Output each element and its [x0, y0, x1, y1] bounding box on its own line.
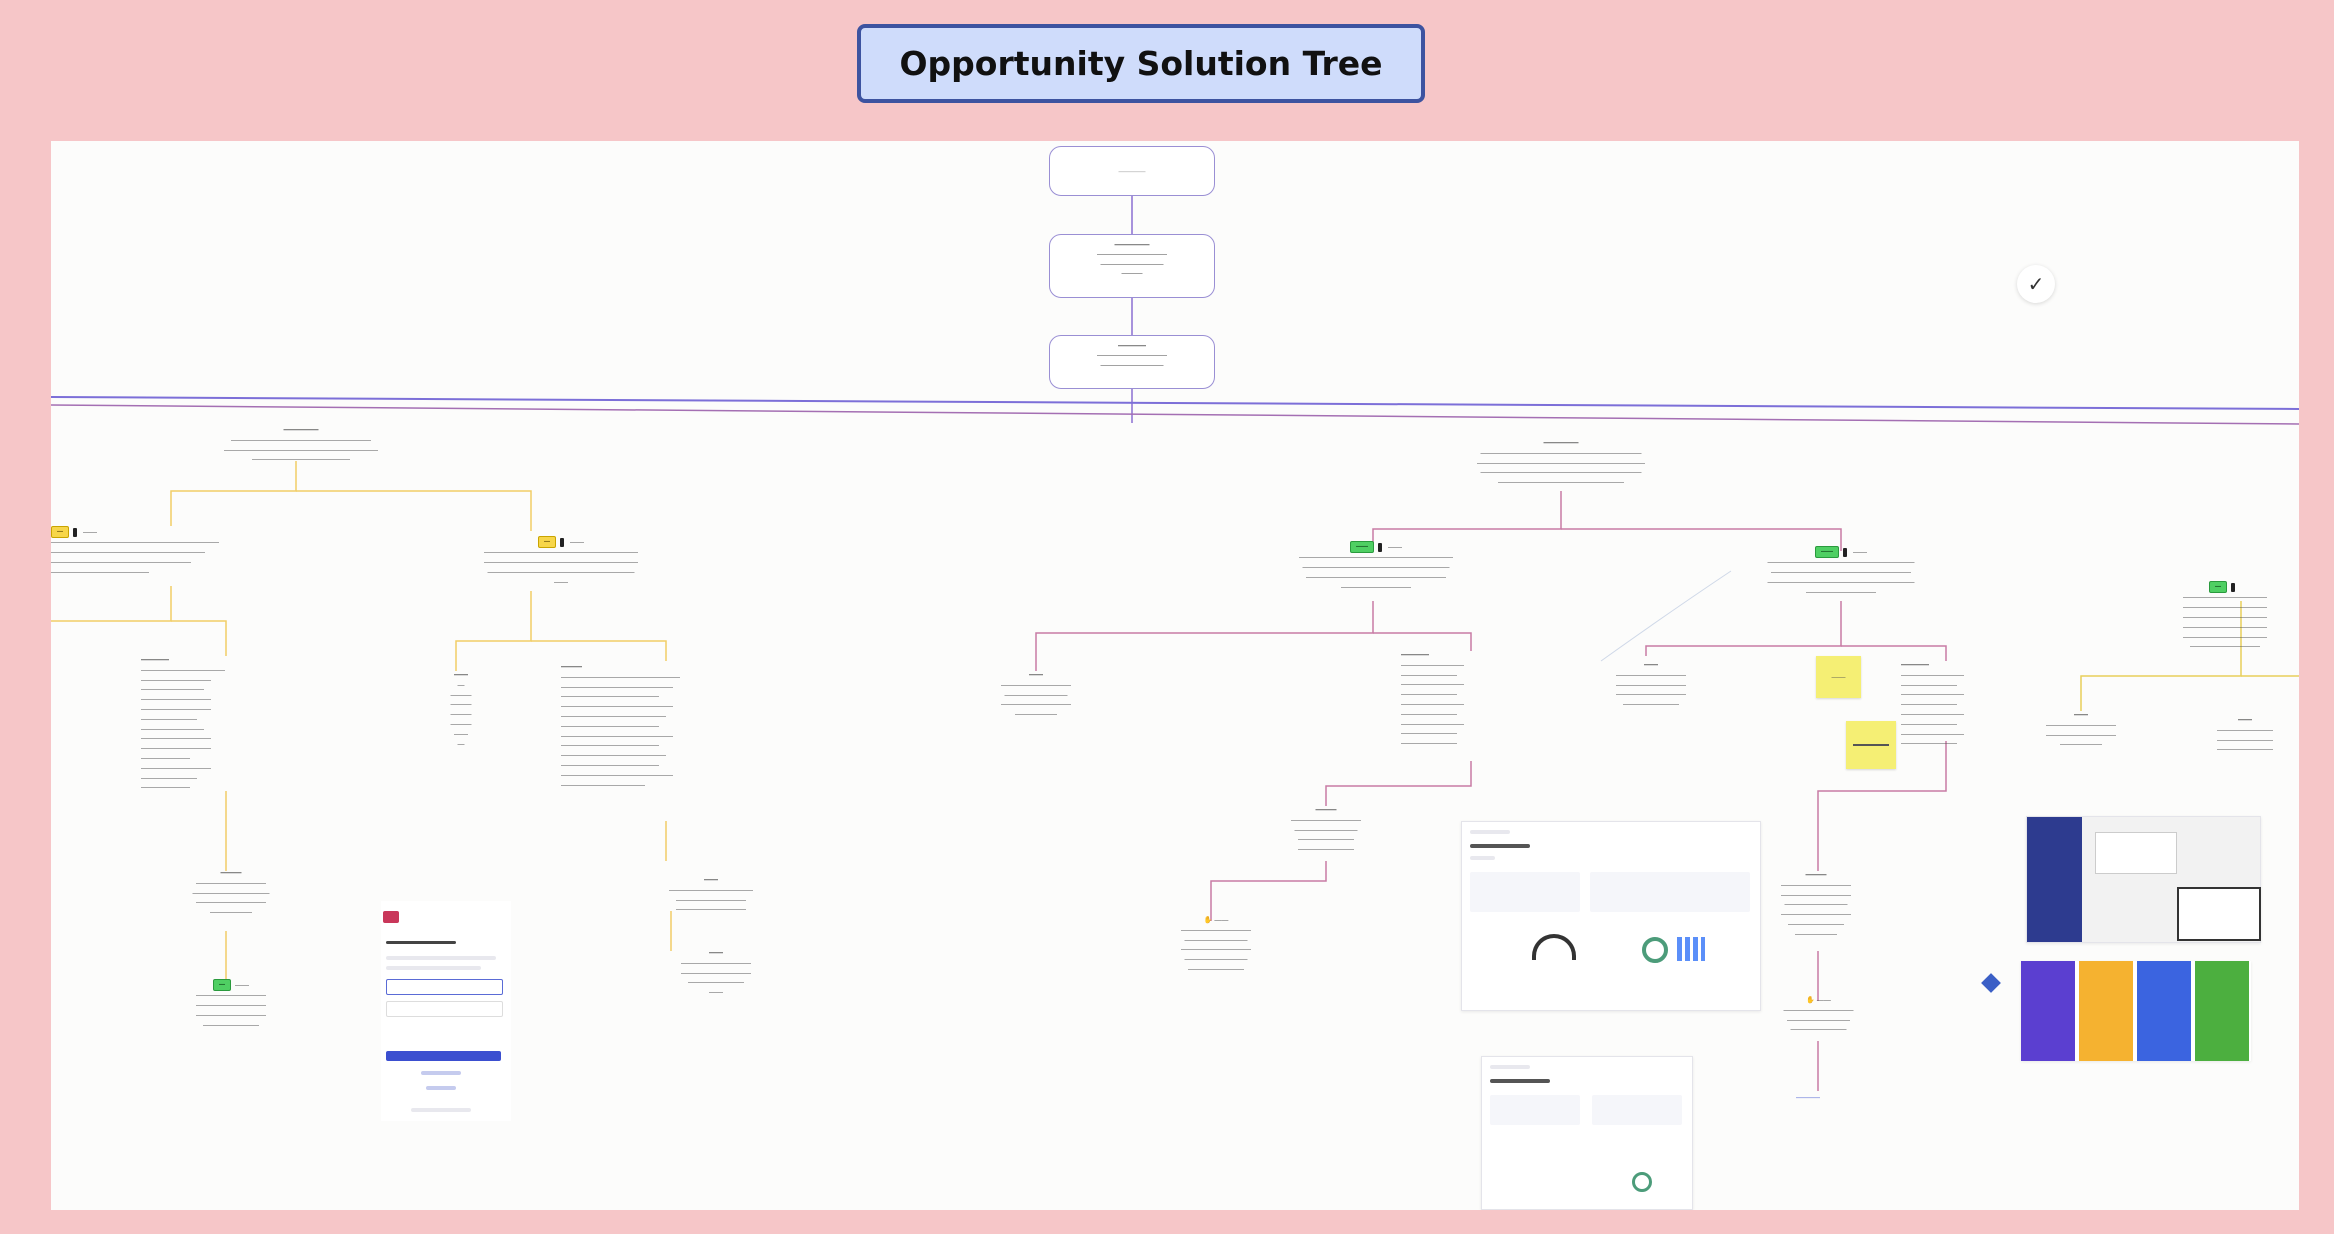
battery-icon [2231, 582, 2235, 592]
check-icon[interactable]: ✓ [2017, 265, 2055, 303]
app-logo-icon [383, 911, 399, 923]
solution-node-left-a[interactable]: ――― ――――――――――――――――――――――――――――――――――――… [51, 526, 341, 578]
experiment-node-center-b[interactable]: ―― ―――――――――――――――――――――――――――――――――――――… [1616, 662, 1686, 709]
donut-chart [1632, 1172, 1652, 1192]
next-steps-node-left[interactable]: ――――――――――――――――――――――――――――――――――――――――… [161, 979, 301, 1031]
assumptions-node-left-b[interactable]: ――― ――――――――――――――――――――――――――――――――――――… [561, 664, 680, 789]
experiment-node-center[interactable]: ―― ――――――――――――――――――――――――――――――――――― [1001, 672, 1071, 719]
next-steps-node-center-b[interactable]: ✋ ――――――――――――――――――――――――――――― [1783, 997, 1854, 1034]
priority-tag-high: ―― [1350, 541, 1374, 554]
business-outcome-node[interactable]: ――――― ―――――――――――――――――――――― [1049, 234, 1215, 298]
link-text[interactable]: ――― [1796, 1093, 1820, 1102]
opportunity-node-left[interactable]: ――――― ――――――――――――――――――――――――――――――――――… [224, 427, 378, 464]
experiment-node-right[interactable]: ―― ―――――――――――――――――――――――――― [2046, 712, 2116, 749]
solution-node-center-a[interactable]: ―――― ―――――――――――――――――――――――――――――――――――… [1231, 541, 1521, 593]
battery-icon [1378, 542, 1382, 552]
mobile-screens-mockup[interactable] [2021, 961, 2251, 1061]
connector-lines [51, 191, 2299, 1091]
settings-screen-mockup[interactable] [2026, 816, 2261, 943]
battery-icon [560, 537, 564, 547]
sticky-note-2[interactable] [1846, 721, 1896, 769]
hand-icon: ✋ [1806, 997, 1815, 1004]
sidebar-panel [2027, 817, 2082, 942]
opportunity-node-center[interactable]: ――――― ――――――――――――――――――――――――――――――――――… [1477, 440, 1645, 487]
donut-chart [1642, 937, 1668, 963]
experiment-node-left[interactable]: ―― ―――――――――――――――― [450, 672, 472, 748]
solution-node-left-b[interactable]: ――― ――――――――――――――――――――――――――――――――――――… [411, 536, 711, 588]
priority-tag-medium: ― [51, 526, 69, 539]
assumptions-node-left[interactable]: ―――― ―――――――――――――――――――――――――――――――――――… [141, 657, 225, 792]
battery-icon [1843, 547, 1847, 557]
consensus-node-center[interactable]: ――― ――――――――――――――――――――――――――――――――――― [1291, 807, 1361, 854]
next-steps-node-center[interactable]: ✋ ――――――――――――――――――――――――――――――――――――――… [1181, 917, 1251, 973]
consensus-node-left-b[interactable]: ―― ―――――――――――――――――――――――――――――――― [669, 877, 753, 914]
diagram-title: Opportunity Solution Tree [857, 24, 1425, 103]
hand-icon: ✋ [1203, 917, 1213, 924]
dashboard-mockup[interactable] [1461, 821, 1761, 1011]
consensus-node-center-b[interactable]: ――― ――――――――――――――――――――――――――――――――――――… [1781, 872, 1851, 938]
bar-chart [1677, 937, 1705, 961]
priority-tag-high: ― [2209, 581, 2227, 594]
experiment-node-right-b[interactable]: ―― ―――――――――――――――――――――――― [2217, 717, 2273, 754]
node-placeholder-text: ——— [1118, 165, 1146, 176]
assumptions-node-center-b[interactable]: ―――― ―――――――――――――――――――――――――――――――――――… [1901, 662, 1964, 748]
login-screen-mockup[interactable] [381, 901, 511, 1121]
solution-node-right[interactable]: ― ――――――――――――――――――――――――――――――――――――――… [2151, 581, 2299, 652]
assumptions-node-center[interactable]: ―――― ―――――――――――――――――――――――――――――――――――… [1401, 652, 1464, 748]
priority-tag-high: ―― [1815, 546, 1839, 559]
continue-button[interactable] [386, 1051, 501, 1061]
battery-icon [73, 527, 77, 537]
next-steps-node-left-b[interactable]: ―― ―――――――――――――――――――――――――――――― [681, 950, 751, 997]
dashboard-mockup-2[interactable] [1481, 1056, 1693, 1210]
priority-tag-high: ― [213, 979, 231, 992]
priority-tag-medium: ― [538, 536, 556, 549]
solution-node-center-b[interactable]: ―――― ―――――――――――――――――――――――――――――――――――… [1701, 546, 1981, 598]
gauge-chart [1532, 934, 1576, 960]
root-outcome-node[interactable]: ——— [1049, 146, 1215, 196]
whiteboard-canvas[interactable]: ——— ――――― ―――――――――――――――――――――― ―――― ――… [51, 141, 2299, 1210]
consensus-node-left[interactable]: ――― ――――――――――――――――――――――――――――――――――――… [192, 870, 270, 917]
product-outcome-node[interactable]: ―――― ――――――――――――――――――― [1049, 335, 1215, 389]
sticky-note[interactable]: ―― [1816, 656, 1861, 698]
